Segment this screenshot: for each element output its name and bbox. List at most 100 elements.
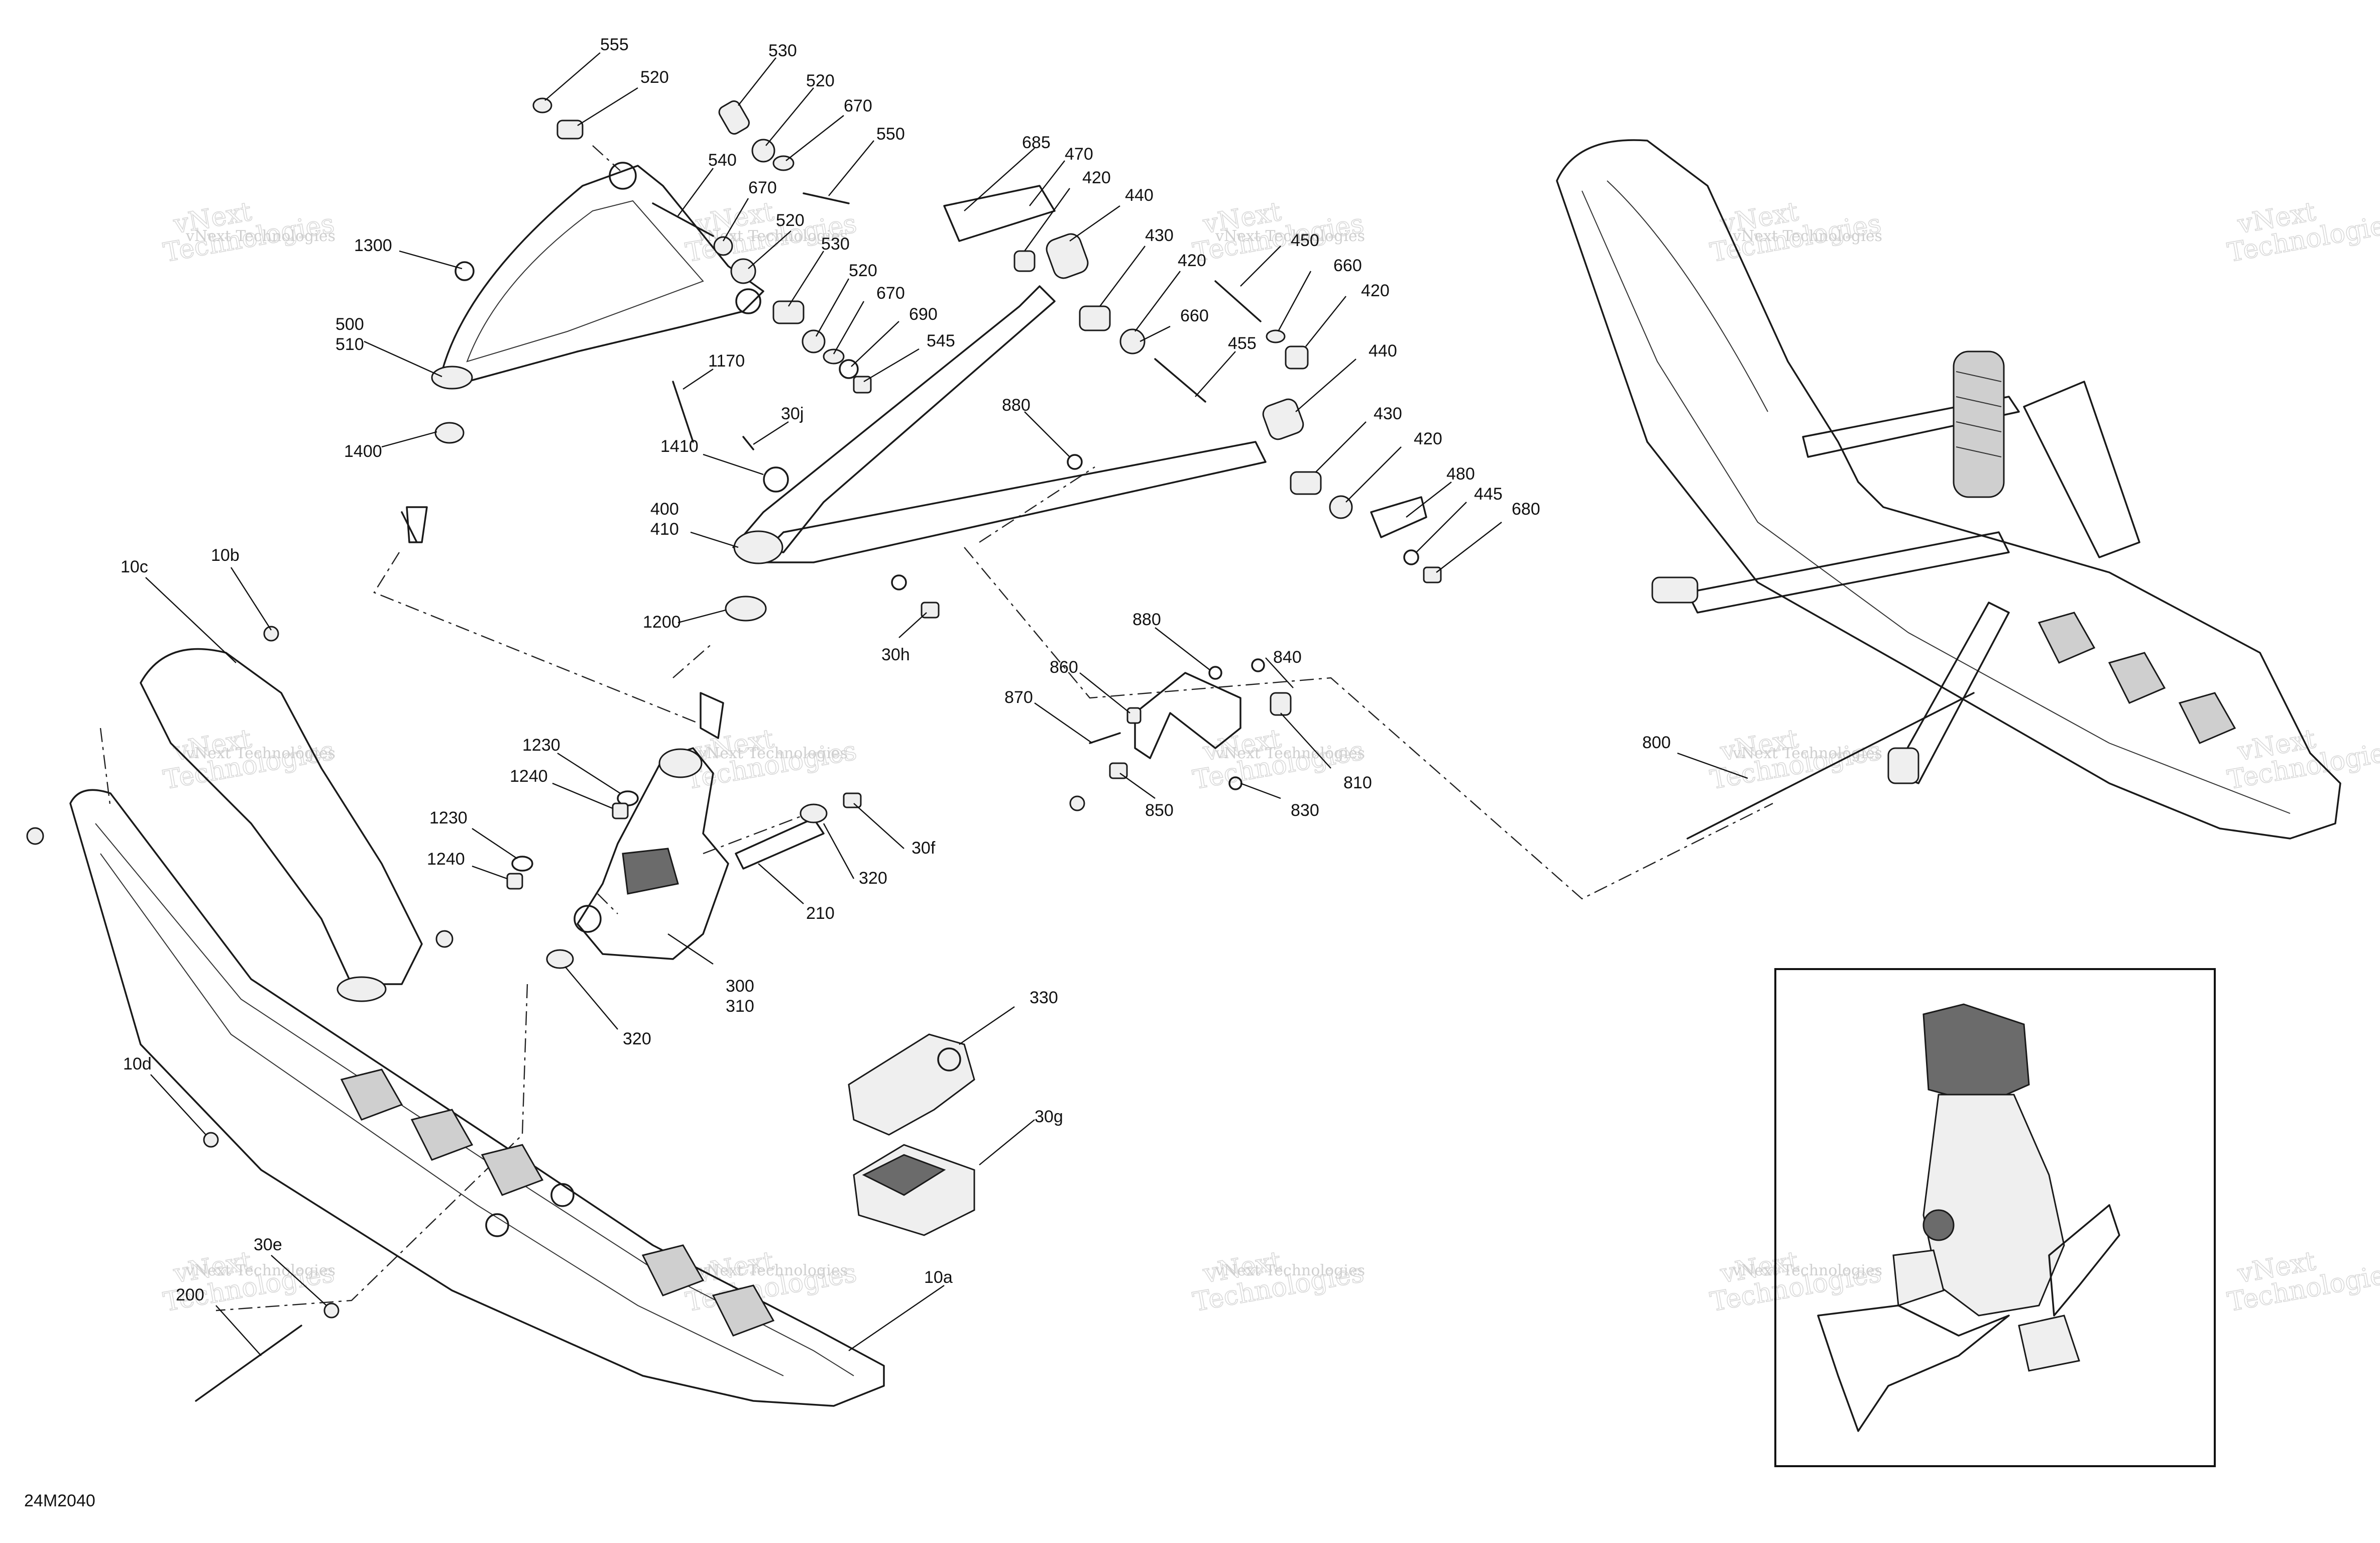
ski-rail [95, 823, 854, 1376]
nut-1240 [612, 802, 629, 819]
ski-rib [712, 1284, 775, 1337]
ring-1410 [763, 466, 789, 493]
bolt-550 [803, 192, 850, 204]
shock-absorber [1953, 350, 2005, 498]
ski-rib [641, 1244, 705, 1296]
bushing-440 [1262, 398, 1304, 440]
leader-line [1119, 773, 1156, 799]
callout-670: 670 [844, 96, 872, 115]
callout-440: 440 [1369, 341, 1397, 361]
watermark-text: vNext Technologies [1215, 745, 1365, 762]
ball-joint-socket [431, 366, 473, 390]
leader-line [758, 863, 804, 904]
ski-rail [100, 853, 784, 1376]
leader-line [1135, 271, 1181, 332]
callout-660: 660 [1180, 306, 1209, 325]
watermark: vNext Technologies [161, 196, 337, 269]
ball-joint-1400 [401, 506, 428, 543]
leader-line [472, 828, 518, 859]
leader-line [1155, 627, 1211, 671]
inset-knob [1922, 1209, 1955, 1241]
leader-line [145, 577, 237, 663]
inset-block [2018, 1315, 2080, 1372]
nut-1240 [506, 873, 523, 890]
bracket-hole [937, 1047, 961, 1072]
callout-210: 210 [806, 904, 835, 923]
assembly-line [703, 812, 809, 855]
callout-430: 430 [1374, 404, 1402, 423]
circlip-1300 [455, 261, 475, 281]
ski-rib [2108, 652, 2166, 704]
callout-545: 545 [927, 331, 955, 350]
detail-inset [1774, 968, 2216, 1467]
inset-spindle [1922, 1094, 2065, 1317]
leader-line [364, 340, 442, 378]
leader-line [1195, 351, 1236, 397]
leader-line [1024, 411, 1070, 457]
leader-line [1265, 657, 1294, 688]
leader-line [785, 115, 844, 161]
leader-line [150, 1074, 206, 1135]
leader-line [979, 1119, 1035, 1165]
callout-420: 420 [1178, 251, 1206, 270]
leader-line [1677, 752, 1748, 779]
nut-850 [1069, 795, 1085, 811]
callout-690: 690 [909, 305, 938, 324]
callout-530: 530 [768, 41, 797, 60]
callout-420: 420 [1361, 281, 1390, 300]
callout-320: 320 [859, 869, 887, 888]
callout-860: 860 [1050, 658, 1078, 677]
bushing-320 [800, 803, 828, 823]
link-arm-810 [1134, 672, 1241, 759]
watermark: vNext Technologies [2225, 1246, 2380, 1318]
callout-10b: 10b [211, 546, 240, 565]
bracket-685-470 [943, 185, 1056, 242]
leader-line [557, 752, 621, 794]
callout-500: 500 [335, 315, 364, 334]
bushing-840 [1270, 692, 1292, 716]
callout-10d: 10d [123, 1054, 152, 1074]
callout-555: 555 [600, 35, 629, 54]
leader-line [853, 803, 904, 849]
callout-410: 410 [650, 520, 679, 539]
assembled-ski-rail [1581, 190, 2291, 814]
leader-line [964, 148, 1035, 211]
watermark-text: vNext Technologies [1732, 227, 1882, 245]
assembled-handle-line [1607, 180, 1768, 412]
washer-670 [772, 155, 795, 171]
inset-frame [1774, 968, 2216, 1467]
assembly-line [99, 728, 111, 809]
bracket-330 [848, 1033, 975, 1136]
spindle [506, 747, 862, 969]
watermark: vNext Technologies [1708, 196, 1884, 269]
assembled-ball-joint [1887, 747, 1919, 784]
watermark-text: vNext Technologies [1732, 745, 1882, 762]
callout-520: 520 [806, 71, 835, 90]
leader-line [1140, 325, 1171, 342]
callout-labels: 555 520 530 520 670 550 540 670 520 530 … [121, 35, 1671, 1304]
leader-line [833, 301, 865, 354]
assembly-line [592, 145, 621, 171]
callout-880: 880 [1002, 396, 1031, 415]
leader-line [828, 140, 874, 196]
upper-a-arm-inner [466, 200, 704, 363]
bushing-320 [546, 949, 574, 969]
bushing-30j [742, 436, 754, 450]
callout-10c: 10c [121, 557, 148, 576]
callout-520: 520 [849, 261, 877, 280]
bushing-420 [1119, 328, 1146, 354]
callout-550: 550 [876, 125, 905, 144]
leader-line [1295, 359, 1356, 412]
ski-handle-10c [140, 648, 423, 985]
callout-680: 680 [1512, 500, 1540, 519]
callout-30j: 30j [781, 404, 804, 423]
leader-line [1416, 502, 1467, 553]
watermark: vNext Technologies [2225, 196, 2380, 269]
watermark-text: vNext Technologies [1732, 1262, 1882, 1279]
leader-line [1315, 421, 1367, 472]
leader-line [1436, 522, 1502, 573]
callout-840: 840 [1273, 648, 1302, 667]
callout-310: 310 [726, 997, 754, 1016]
leader-line [1277, 271, 1312, 332]
bolt-200 [195, 1325, 302, 1402]
